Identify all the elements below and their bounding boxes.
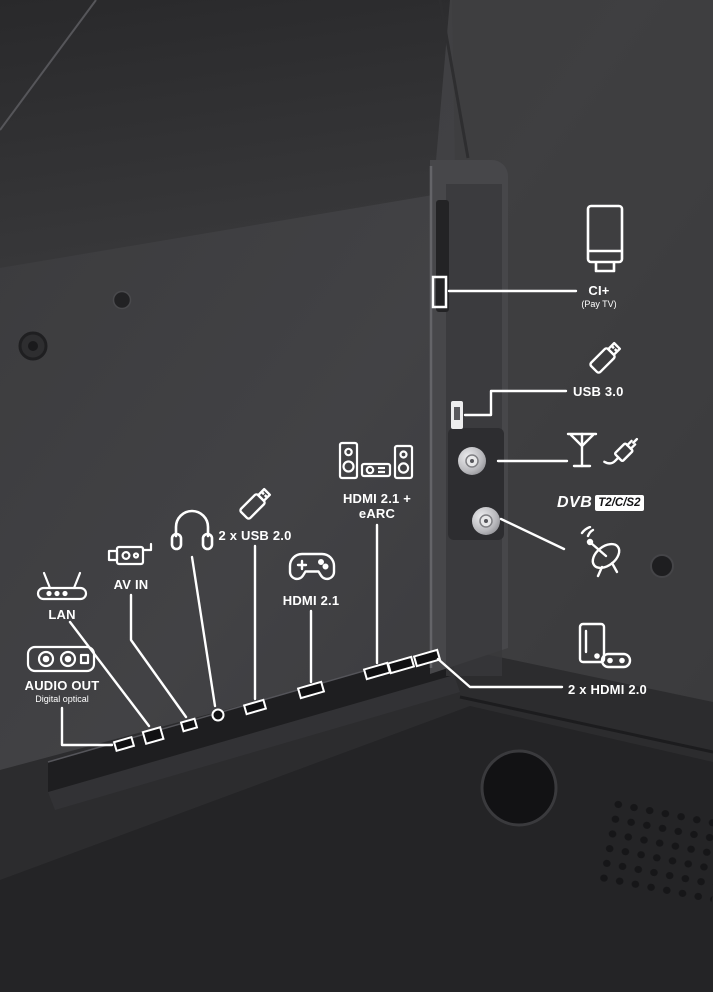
lan-label: LAN (48, 607, 76, 622)
hdmi20-port-2 (412, 648, 442, 668)
ci-label-subtitle: (Pay TV) (581, 299, 617, 309)
ci-module-icon (586, 204, 624, 273)
satellite-coax-port (472, 507, 500, 535)
audio-out-port (112, 735, 136, 753)
screw-hole-right (651, 555, 673, 577)
hdmi20-port-1 (386, 655, 416, 675)
antenna-cable-icon (566, 432, 639, 468)
lan-port (141, 725, 165, 745)
hdmi21-port (296, 680, 326, 700)
dvb-logo-badge: T2/C/S2 (595, 495, 645, 511)
ci-label-title: CI+ (588, 283, 610, 298)
callout-line-avin (129, 593, 188, 719)
antenna-coax-port (458, 447, 486, 475)
headphones-icon (170, 509, 214, 551)
audio-optical-icon (26, 645, 96, 673)
speaker-system-icon (338, 441, 414, 480)
ci-label: CI+ (Pay TV) (581, 283, 616, 310)
usb3-label: USB 3.0 (573, 384, 624, 399)
panel-seam (438, 0, 470, 159)
gamepad-icon (288, 552, 336, 581)
router-icon (36, 571, 88, 601)
avin-label: AV IN (113, 577, 149, 592)
av-in-port (179, 717, 199, 733)
usb2-label: 2 x USB 2.0 (218, 528, 292, 543)
callout-line-hdmi20 (436, 657, 564, 689)
satellite-dish-icon (580, 526, 621, 578)
callout-line-lan (68, 620, 151, 728)
corner-seam (0, 0, 97, 131)
usb-stick-icon-2 (239, 487, 272, 520)
callout-line-satellite (499, 517, 566, 551)
camcorder-icon (107, 542, 153, 566)
stand-seam (459, 695, 713, 754)
callout-line-headphone (190, 555, 217, 708)
game-console-icon (578, 622, 632, 669)
usb3-port-tongue (454, 407, 460, 420)
usb2-port (242, 698, 268, 716)
stand-screw-hole (482, 751, 556, 825)
headphone-jack-port (211, 708, 225, 722)
callout-line-usb3 (463, 389, 568, 417)
hdmi20-label: 2 x HDMI 2.0 (568, 682, 647, 697)
callout-line-audio-out (60, 706, 114, 747)
hdmi21-label: HDMI 2.1 (282, 593, 340, 608)
usb-stick-icon (589, 341, 622, 374)
mount-hole-center (28, 341, 38, 351)
bottom-edge-face (48, 675, 460, 810)
dvb-logo: DVB T2/C/S2 (557, 494, 645, 512)
earc-label: HDMI 2.1 + eARC (342, 491, 412, 521)
ci-slot-marker (431, 275, 448, 309)
stand-screw-hole-rim (480, 749, 558, 827)
upper-back-panel (0, 0, 450, 268)
screw-hole-right-rim (650, 554, 674, 578)
dvb-logo-brand: DVB (557, 494, 593, 511)
screw-hole (113, 291, 131, 309)
audio-out-label: AUDIO OUT Digital optical (24, 678, 100, 704)
connector-strip (48, 645, 454, 792)
screw-hole-rim (112, 290, 132, 310)
